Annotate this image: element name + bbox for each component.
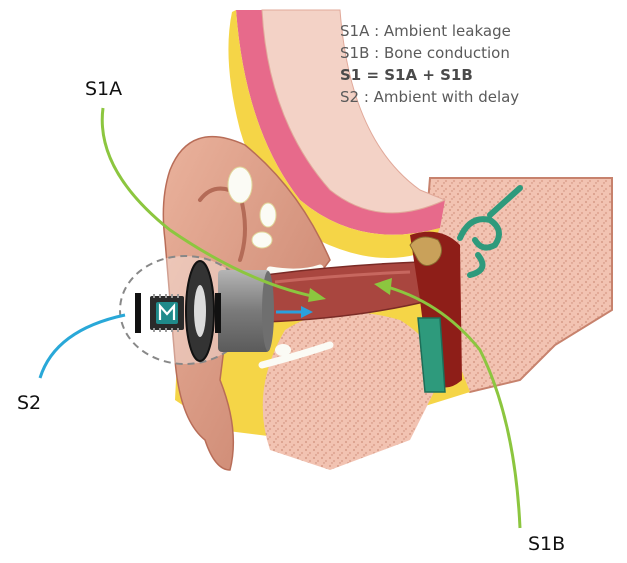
ear-canal-highlight <box>274 270 411 284</box>
eustachian-tube <box>417 317 446 393</box>
inner-ear <box>457 185 523 278</box>
auricle <box>162 135 331 471</box>
maxim-chip-icon <box>150 294 184 332</box>
label-s1a: S1A <box>85 78 123 100</box>
label-s2: S2 <box>17 392 42 414</box>
cartilage-5 <box>258 341 334 369</box>
s1a-arrowhead <box>308 288 326 302</box>
signal-legend: S1A : Ambient leakage S1B : Bone conduct… <box>340 20 519 108</box>
s2-path <box>38 313 126 379</box>
s1a-path <box>100 107 323 300</box>
earplug-body <box>218 270 270 352</box>
cartilage-3 <box>251 231 273 249</box>
sound-arrow-head <box>301 306 313 318</box>
mic-right <box>215 293 221 333</box>
cartilage-1 <box>227 166 253 204</box>
legend-s2: S2 : Ambient with delay <box>340 88 520 106</box>
lower-tissue <box>262 312 440 470</box>
scalp-skin <box>236 10 445 235</box>
legend-s1a: S1A : Ambient leakage <box>340 22 511 40</box>
s1b-path <box>379 283 522 529</box>
earplug-tip <box>262 271 274 351</box>
mic-left <box>135 293 141 333</box>
scalp-outer <box>261 9 447 214</box>
cartilage-6 <box>275 344 291 356</box>
s1b-arrowhead <box>374 278 392 295</box>
legend-s1b: S1B : Bone conduction <box>340 44 510 62</box>
ossicles <box>409 236 442 266</box>
label-s1b: S1B <box>528 533 566 555</box>
earplug-foam-inner <box>194 285 206 337</box>
legend-s1-sum: S1 = S1A + S1B <box>340 66 473 84</box>
cartilage-2 <box>259 202 277 228</box>
